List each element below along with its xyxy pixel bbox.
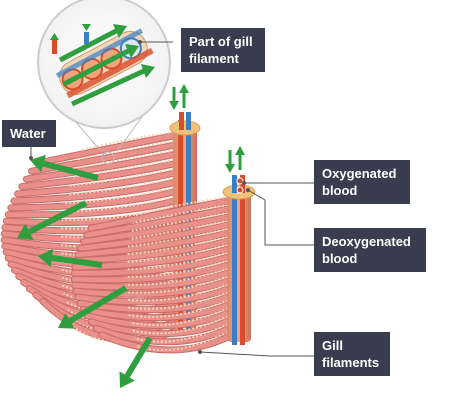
gill-lamellae [61, 205, 175, 222]
gill-lamellae [125, 251, 229, 271]
arrow-icon [58, 285, 128, 329]
gill-filament-highlight [84, 205, 235, 238]
gill-filament-highlight [72, 268, 235, 290]
gill-filament-highlight [88, 197, 235, 231]
label-deoxygenated-blood: Deoxygenated blood [314, 228, 426, 272]
gill-filament-highlight [71, 261, 235, 283]
gill-filament-highlight [5, 197, 181, 218]
gill-arch-front [222, 175, 256, 345]
gill-filament-highlight [81, 213, 235, 245]
arrow-icon [38, 249, 103, 268]
gill-filament-highlight [84, 308, 235, 329]
arrow-down-icon [169, 87, 179, 110]
gill-filament-highlight [71, 253, 235, 276]
arrow-shaft [51, 254, 103, 268]
label-gill-filaments-line1: Gill [322, 338, 343, 353]
label-gill-filaments-line2: filaments [322, 355, 380, 370]
closeup-vessel-stubs [50, 24, 91, 54]
gill-lamellae [128, 299, 229, 318]
gill-lamellae [136, 331, 229, 352]
arrow-shaft [42, 160, 99, 181]
arrow-head [17, 223, 34, 240]
label-gill-filament-part: Part of gill filament [181, 28, 265, 72]
gill-lamellae [67, 177, 175, 196]
label-oxygenated-blood: Oxygenated blood [314, 160, 410, 204]
gill-filament-highlight [78, 221, 235, 251]
arrow-head [30, 154, 46, 173]
gill-lamellae [130, 211, 229, 232]
arrow-icon [30, 154, 99, 181]
gill-filament-highlight [75, 229, 235, 258]
gill-lamellae [77, 140, 175, 161]
leader-dots [29, 40, 250, 354]
arrow-down-icon [225, 150, 235, 173]
magnifier-circle-icon [37, 0, 171, 165]
gill-lamellae [126, 283, 229, 302]
gill-filament-highlight [23, 151, 181, 182]
gill-lamellae [130, 307, 229, 327]
gill-filament-highlight [73, 276, 235, 297]
gill-lamellae [125, 275, 229, 294]
gill-lamellae [74, 149, 175, 170]
arrow-shaft [68, 285, 128, 324]
gill-lamellae [127, 291, 229, 310]
arrow-up-icon [179, 84, 189, 108]
arrow-head [119, 371, 135, 388]
gill-filament-highlight [73, 237, 235, 264]
gill-filament-highlight [88, 316, 235, 337]
gill-lamellae [132, 203, 229, 225]
closeup-water-arrows [58, 24, 155, 107]
gill-filaments-front [70, 196, 236, 354]
gill-lamellae [69, 168, 175, 187]
gill-lamellae [135, 196, 229, 217]
gill-lamellae [125, 267, 229, 286]
gill-filament-highlight [77, 292, 235, 313]
gill-lamellae [125, 243, 229, 263]
gill-lamellae [81, 131, 175, 152]
arrow-icon [17, 200, 88, 240]
gill-filament-highlight [19, 160, 181, 190]
label-water-text: Water [10, 126, 46, 141]
arrow-shaft [28, 200, 88, 235]
arrow-shaft [124, 336, 153, 378]
gill-lamellae [129, 219, 229, 240]
label-deoxygenated-line2: blood [322, 251, 358, 266]
gill-lamellae [134, 323, 229, 343]
label-gill-filaments: Gill filaments [314, 332, 390, 376]
label-gill-filament-part-line1: Part of gill [189, 34, 253, 49]
gill-filament-highlight [34, 132, 181, 166]
gill-filament-highlight [15, 169, 181, 197]
label-deoxygenated-line1: Deoxygenated [322, 234, 411, 249]
label-oxygenated-line1: Oxygenated [322, 166, 397, 181]
label-oxygenated-line2: blood [322, 183, 358, 198]
gill-filament-highlight [75, 284, 235, 305]
label-water: Water [2, 120, 56, 147]
gill-filament-highlight [80, 300, 235, 321]
label-gill-filament-part-line2: filament [189, 51, 239, 66]
gill-lamellae [125, 259, 229, 279]
gill-lamellae [132, 315, 229, 335]
gill-filament-highlight [11, 178, 181, 204]
arrow-up-icon [235, 146, 245, 170]
arrow-head [38, 249, 54, 267]
gill-filament-highlight [8, 188, 181, 211]
blood-flow-arrows [169, 84, 245, 173]
gill-filament-highlight [93, 324, 235, 345]
arrow-head [58, 313, 75, 329]
arrow-icon [119, 336, 153, 388]
water-flow-arrows [17, 154, 153, 388]
